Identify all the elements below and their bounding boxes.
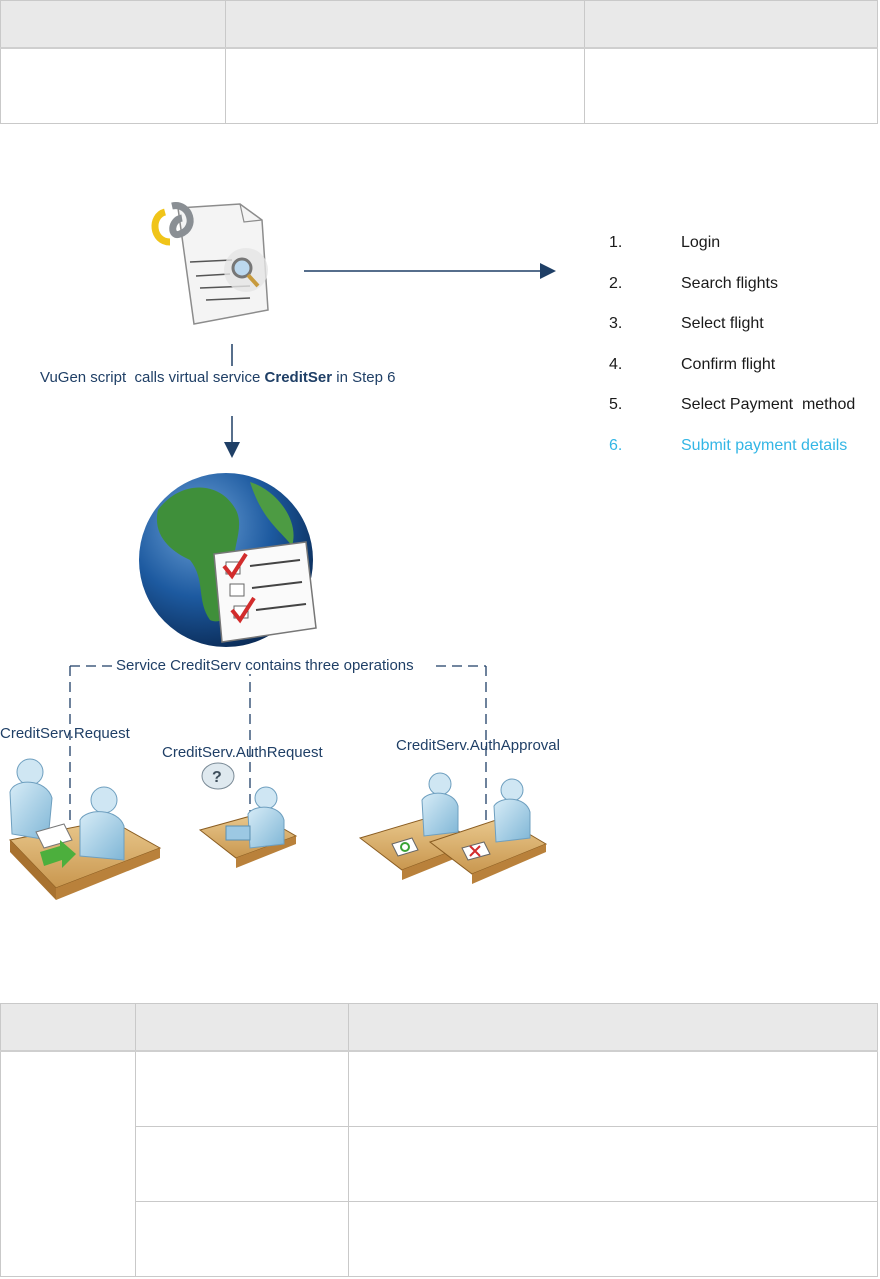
people-handoff-icon (9, 758, 162, 900)
list-item-active: 6. Submit payment details (609, 437, 879, 478)
table-header-cell (0, 0, 226, 49)
op-request-label: CreditServ.Request (0, 725, 130, 742)
step-label: Select Payment method (681, 396, 856, 414)
operations-bracket (69, 665, 487, 835)
arrow-to-service (224, 344, 240, 458)
step-label: Login (681, 234, 721, 251)
table-cell (0, 47, 226, 124)
table-header-cell (135, 1003, 349, 1052)
list-item: 1. Login (609, 234, 879, 275)
table-row (1, 1126, 878, 1202)
table-row (1, 1201, 878, 1277)
table-cell (584, 47, 878, 124)
table-row (0, 1050, 878, 1277)
step-label: Confirm flight (681, 355, 776, 373)
process-steps-list: 1. Login 2. Search flights 3. Select flight… (609, 234, 879, 478)
table-cell (135, 1201, 349, 1277)
table-cell (348, 1050, 878, 1127)
table-header-cell (0, 1003, 136, 1052)
service-contains-label: Service CreditServ contains three operat… (113, 657, 417, 674)
step-number: 5. (609, 396, 623, 414)
table-header-row (0, 1003, 878, 1052)
script-call-service: CreditSer (264, 369, 333, 386)
svg-text:?: ? (212, 769, 222, 786)
table-cell (348, 1126, 878, 1202)
approval-icon (358, 772, 548, 884)
list-item: 2. Search flights (609, 275, 879, 316)
table-row (0, 47, 878, 124)
script-call-prefix: VuGen script calls virtual service (40, 369, 265, 386)
table-cell (135, 1050, 349, 1127)
phone-question-icon: ? (198, 762, 298, 868)
step-label: Submit payment details (681, 436, 848, 454)
list-item: 4. Confirm flight (609, 356, 879, 397)
script-call-label: VuGen script calls virtual service Credi… (38, 369, 398, 386)
table-cell (135, 1126, 349, 1202)
table-cell (348, 1201, 878, 1277)
step-number: 4. (609, 355, 623, 373)
table-header-cell (584, 0, 878, 49)
vugen-script-icon (151, 202, 269, 325)
table-header-cell (348, 1003, 878, 1052)
step-label: Search flights (681, 274, 778, 292)
table-cell (225, 47, 585, 124)
table-header-row (0, 0, 878, 49)
step-number: 3. (609, 315, 623, 333)
step-label: Select flight (681, 315, 764, 333)
top-table (0, 0, 878, 124)
arrow-to-steps (304, 263, 556, 279)
step-number: 6. (609, 436, 623, 454)
service-flow-diagram: ? 1. Login 2. Search flights 3. Select flig… (0, 180, 880, 910)
table-cell (0, 1050, 136, 1277)
list-item: 5. Select Payment method (609, 396, 879, 437)
step-number: 2. (609, 274, 623, 292)
script-call-suffix: in Step 6 (332, 369, 396, 386)
op-auth-approval-label: CreditServ.AuthApproval (396, 737, 560, 754)
diagram-canvas: ? (9, 202, 556, 900)
op-auth-request-label: CreditServ.AuthRequest (162, 744, 323, 761)
bottom-table (0, 1003, 878, 1277)
virtual-service-globe-icon (139, 473, 317, 647)
table-header-cell (225, 0, 585, 49)
list-item: 3. Select flight (609, 315, 879, 356)
step-number: 1. (609, 234, 623, 251)
